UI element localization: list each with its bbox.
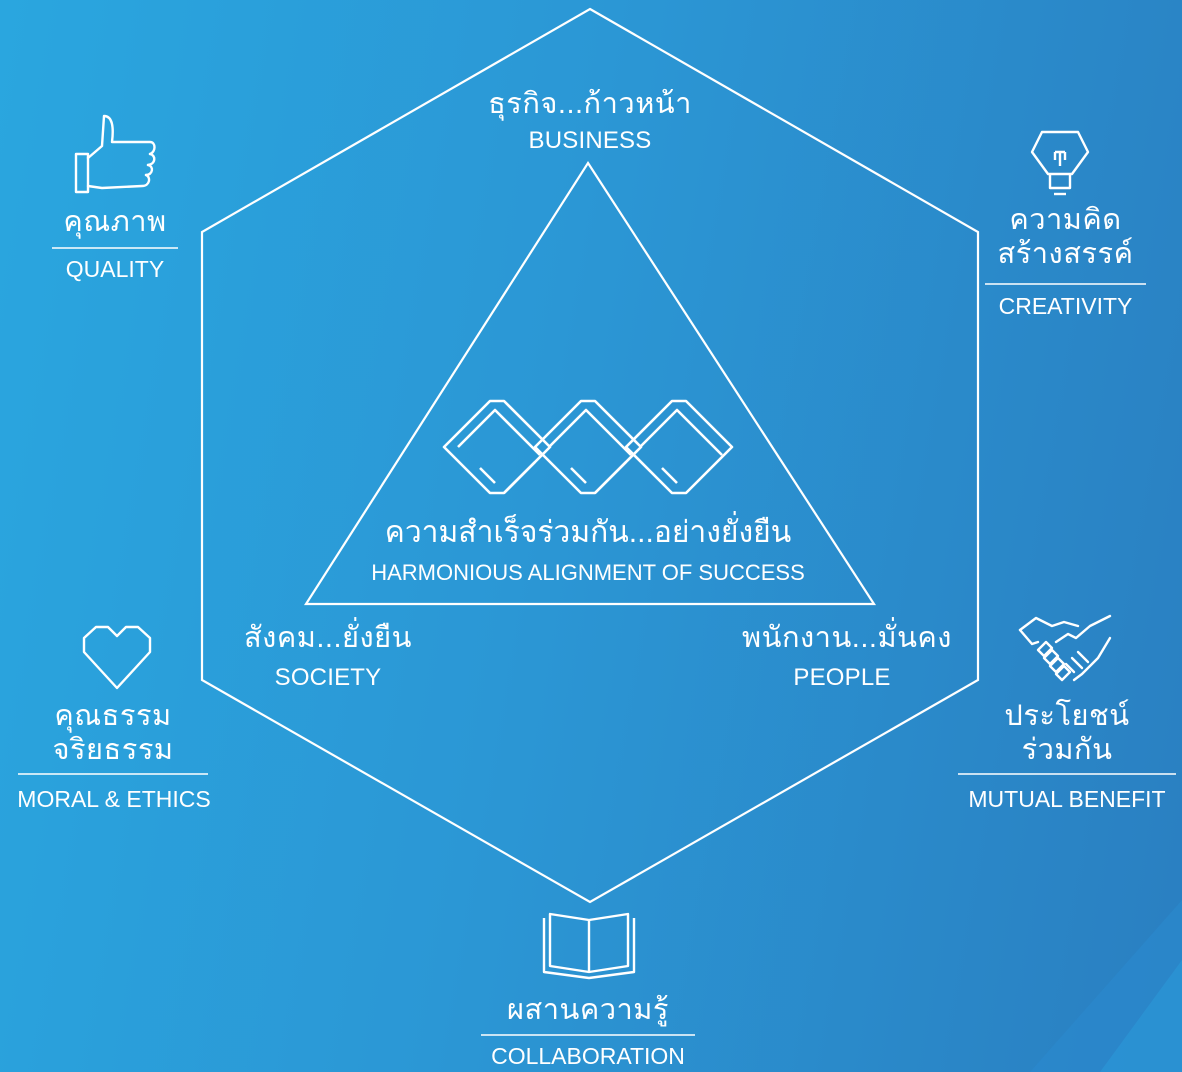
- handshake-icon: [1018, 614, 1112, 682]
- people-english: PEOPLE: [793, 664, 891, 691]
- society-thai: สังคม...ยั่งยืน: [243, 622, 413, 654]
- quality-english: QUALITY: [65, 256, 165, 282]
- center-thai: ความสำเร็จร่วมกัน...อย่างยั่งยืน: [384, 516, 792, 549]
- collaboration-english: COLLABORATION: [491, 1043, 685, 1069]
- quality-thai: คุณภาพ: [63, 206, 167, 238]
- collaboration-thai: ผสานความรู้: [507, 994, 669, 1026]
- thumbs-up-icon: [74, 114, 156, 194]
- moral-thai-line2: จริยธรรม: [52, 734, 174, 766]
- triangle-outline: [303, 160, 877, 606]
- lightbulb-icon: [1030, 130, 1090, 196]
- creativity-thai-line1: ความคิด: [1009, 204, 1122, 236]
- mutual-thai-line2: ร่วมกัน: [1021, 734, 1113, 766]
- creativity-english: CREATIVITY: [998, 293, 1133, 319]
- hexagon-outline: [200, 7, 980, 904]
- mutual-english: MUTUAL BENEFIT: [968, 786, 1166, 812]
- business-thai: ธุรกิจ...ก้าวหน้า: [488, 88, 692, 120]
- moral-thai-line1: คุณธรรม: [54, 700, 172, 732]
- harmony-logo-icon: [442, 399, 734, 495]
- people-thai: พนักงาน...มั่นคง: [742, 622, 952, 654]
- heart-icon: [82, 625, 152, 690]
- mutual-thai-line1: ประโยชน์: [1004, 700, 1130, 732]
- moral-english: MORAL & ETHICS: [17, 786, 211, 812]
- center-english: HARMONIOUS ALIGNMENT OF SUCCESS: [371, 560, 805, 585]
- business-english: BUSINESS: [528, 127, 652, 154]
- society-english: SOCIETY: [274, 664, 382, 691]
- corner-accent-2: [1100, 960, 1182, 1072]
- creativity-thai-line2: สร้างสรรค์: [997, 238, 1134, 270]
- book-icon: [542, 912, 636, 980]
